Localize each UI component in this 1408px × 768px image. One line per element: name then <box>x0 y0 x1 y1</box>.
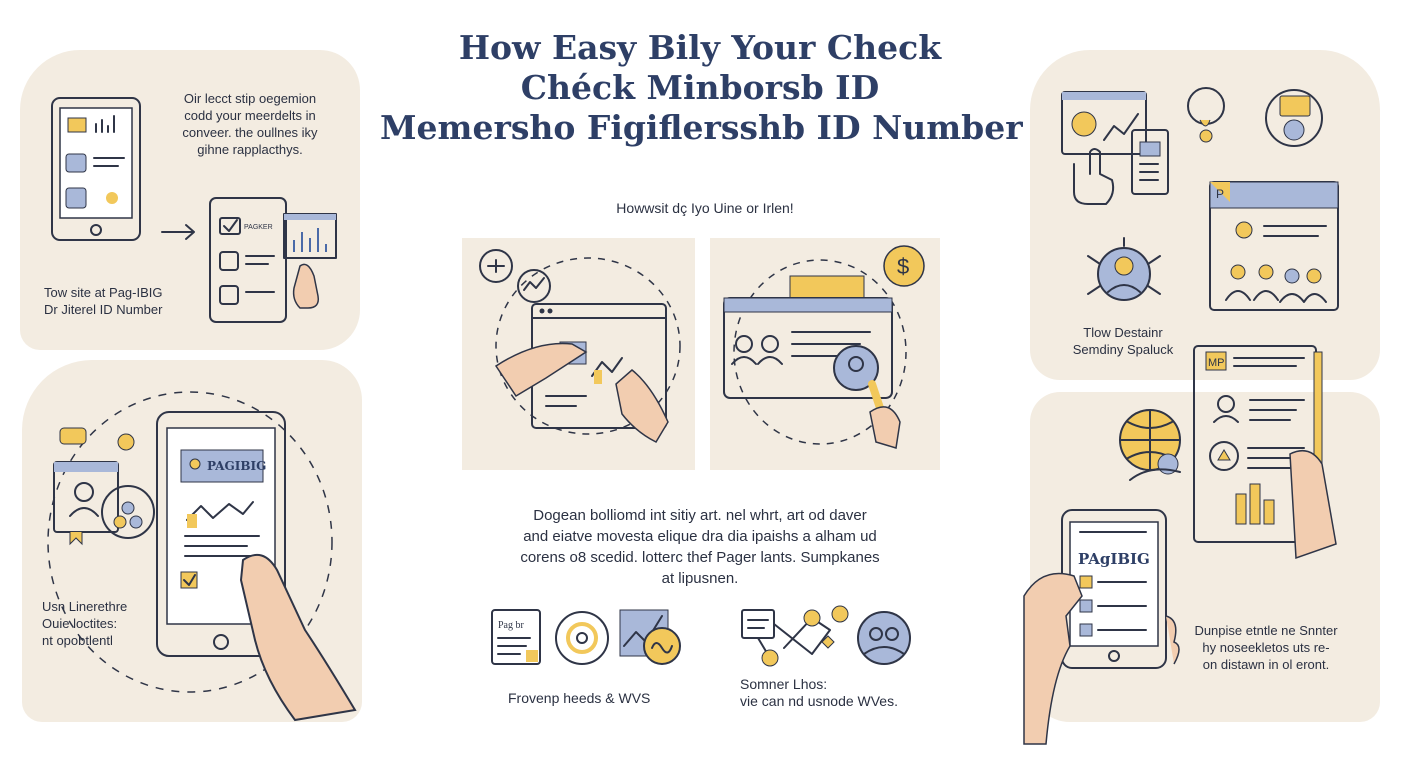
network-icons <box>741 605 911 667</box>
mid-label-line: Semdiny Spaluck <box>1072 342 1174 357</box>
paragraph-line: at lipusnen. <box>661 570 739 587</box>
profile-document-icon: P <box>1209 181 1339 311</box>
caption-right: Somner Lhos: vie can nd usnode WVes. <box>740 676 898 710</box>
card-badge: P <box>1216 187 1224 201</box>
phone-hand-illustration: PAgIBIG <box>1023 509 1180 745</box>
bottom-label-line: Ouie loctites: <box>42 616 118 631</box>
caption-right-line: vie can nd usnode WVes. <box>740 693 898 709</box>
id-card-search-illustration: $ <box>723 245 925 449</box>
caption-line: conveer. the oullnes iky <box>182 125 318 140</box>
bottom-label-line: nt opobtlentl <box>42 633 113 648</box>
center-paragraph: Dogean bolliomd int sitiy art. nel whrt,… <box>470 505 930 589</box>
caption-line: gihne rapplacthys. <box>197 142 303 157</box>
paragraph-line: Dogean bolliomd int sitiy art. nel whrt,… <box>533 507 867 524</box>
dollar-coin-icon: $ <box>897 254 909 279</box>
left-top-caption: Oir lecct stip oegemion codd your meerde… <box>160 90 340 158</box>
arrow-right-icon <box>161 224 195 240</box>
bottom-label-line: Dunpise etntle ne Snnter <box>1194 623 1338 638</box>
right-mid-label: Tlow Destainr Semdiny Spaluck <box>1058 324 1188 358</box>
caption-line: Oir lecct stip oegemion <box>183 91 317 106</box>
step-label-line: Dr Jiterel ID Number <box>44 302 163 317</box>
small-card-text: Pag br <box>498 620 525 631</box>
mini-panel-text: PAGKER <box>244 224 273 231</box>
card-text: PAGIBIG <box>207 459 266 473</box>
caption-line: codd your meerdelts in <box>184 108 316 123</box>
document-chart-icons: Pag br <box>491 609 681 665</box>
step-label-line: Tow site at Pag-IBIG <box>44 285 163 300</box>
phone-checklist-illustration: PAGKER <box>209 197 337 323</box>
left-bottom-label: Usn Linerethre Ouie loctites: nt opobtle… <box>42 598 127 649</box>
bottom-label-line: Usn Linerethre <box>42 599 128 614</box>
dashed-orbit <box>47 391 333 693</box>
left-step-label: Tow site at Pag-IBIG Dr Jiterel ID Numbe… <box>44 284 163 318</box>
id-badge-illustration <box>53 427 155 546</box>
doc-badge: MP <box>1208 357 1225 369</box>
paragraph-line: and eiatve movesta elique dra dia ipaish… <box>523 528 877 545</box>
phone-text: PAgIBIG <box>1078 550 1150 568</box>
monitor-hand-icons <box>1061 87 1323 205</box>
right-bottom-label: Dunpise etntle ne Snnter hy noseekletos … <box>1176 622 1356 673</box>
page-title: How Easy Bily Your Check Chéck Minborsb … <box>380 28 1023 148</box>
phone-pagibig-illustration: PAGIBIG <box>156 411 357 722</box>
caption-left: Frovenp heeds & WVS <box>508 690 651 706</box>
caption-right-line: Somner Lhos: <box>740 676 828 692</box>
center-subtitle: Howwsit dç Iyo Uine or Irlen! <box>616 200 794 216</box>
right-top-panel <box>1030 50 1380 380</box>
title-line-2: Chéck Minborsb ID <box>520 68 880 107</box>
network-person-icon <box>1087 237 1161 301</box>
title-line-1: How Easy Bily Your Check <box>458 28 942 67</box>
paragraph-line: corens o8 scedid. lotterc thef Pager lan… <box>520 549 880 566</box>
title-line-3: Memersho Figiflersshb ID Number <box>380 108 1023 147</box>
bottom-label-line: hy noseekletos uts re- <box>1202 640 1330 655</box>
globe-document-illustration: MP <box>1119 345 1337 560</box>
bottom-label-line: on distawn in ol eront. <box>1202 657 1330 672</box>
tablet-illustration <box>51 97 141 241</box>
browser-hand-illustration <box>479 249 681 443</box>
mid-label-line: Tlow Destainr <box>1083 325 1163 340</box>
